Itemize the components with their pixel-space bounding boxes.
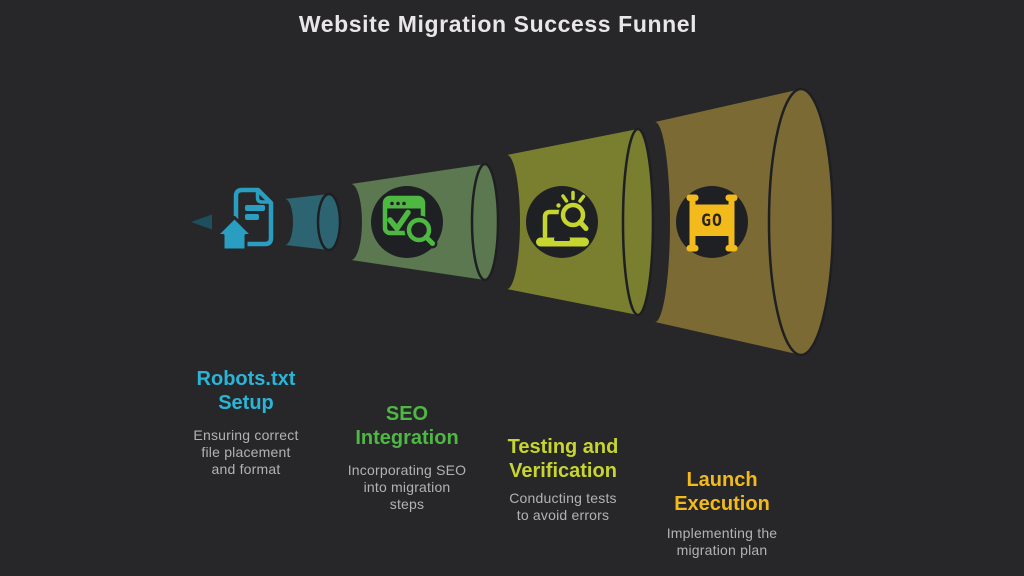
file-upload-icon (215, 187, 274, 252)
magnifier-handle (577, 219, 589, 231)
page-title: Website Migration Success Funnel (298, 11, 698, 37)
laptop-base (536, 237, 589, 247)
stage3-heading: Testing and Verification (507, 436, 619, 482)
banner-post-cap (725, 245, 738, 252)
laptop-base-notch (554, 237, 570, 241)
magnifier-glass (406, 217, 432, 243)
banner-post (689, 197, 696, 247)
browser-dot (396, 201, 400, 206)
go-banner-text: GO (701, 211, 723, 230)
banner-post-cap (686, 245, 699, 252)
stage4-description: Implementing the migration plan (666, 525, 778, 558)
stage4-heading: Launch Execution (674, 469, 770, 515)
magnifier-handle (423, 234, 435, 246)
browser-dot (402, 201, 406, 206)
sparkle-dot (556, 203, 561, 208)
checkmark-icon (387, 209, 411, 232)
banner-post (728, 197, 735, 247)
stage2-heading: SEO Integration (355, 403, 459, 449)
stage3-segment-cap (621, 127, 655, 317)
document-text-line (245, 214, 259, 220)
stage1-funnel-segment (285, 192, 342, 252)
stage1-segment-cap (316, 192, 342, 252)
document-fold (255, 189, 272, 204)
stage1-description: Ensuring correct file placement and form… (193, 427, 299, 477)
funnel-tip (191, 214, 212, 230)
laptop-search-icon (536, 190, 591, 247)
laptop-screen (542, 209, 568, 239)
magnifier-glass (560, 202, 586, 228)
document-text-line (245, 205, 265, 211)
browser-dot (390, 201, 394, 206)
sparkle-rays (561, 190, 586, 203)
go-banner-icon: GO (686, 194, 738, 252)
stage4-segment-cap (767, 87, 835, 357)
banner-post-cap (725, 194, 738, 201)
stage2-segment-cap (470, 162, 500, 282)
banner-panel (693, 204, 731, 236)
stage2-description: Incorporating SEO into migration steps (347, 462, 467, 512)
seo-audit-icon (382, 195, 438, 249)
stage3-description: Conducting tests to avoid errors (509, 490, 617, 523)
upload-arrow-icon (215, 216, 254, 252)
stage1-heading: Robots.txt Setup (196, 368, 296, 414)
banner-post-cap (686, 194, 699, 201)
